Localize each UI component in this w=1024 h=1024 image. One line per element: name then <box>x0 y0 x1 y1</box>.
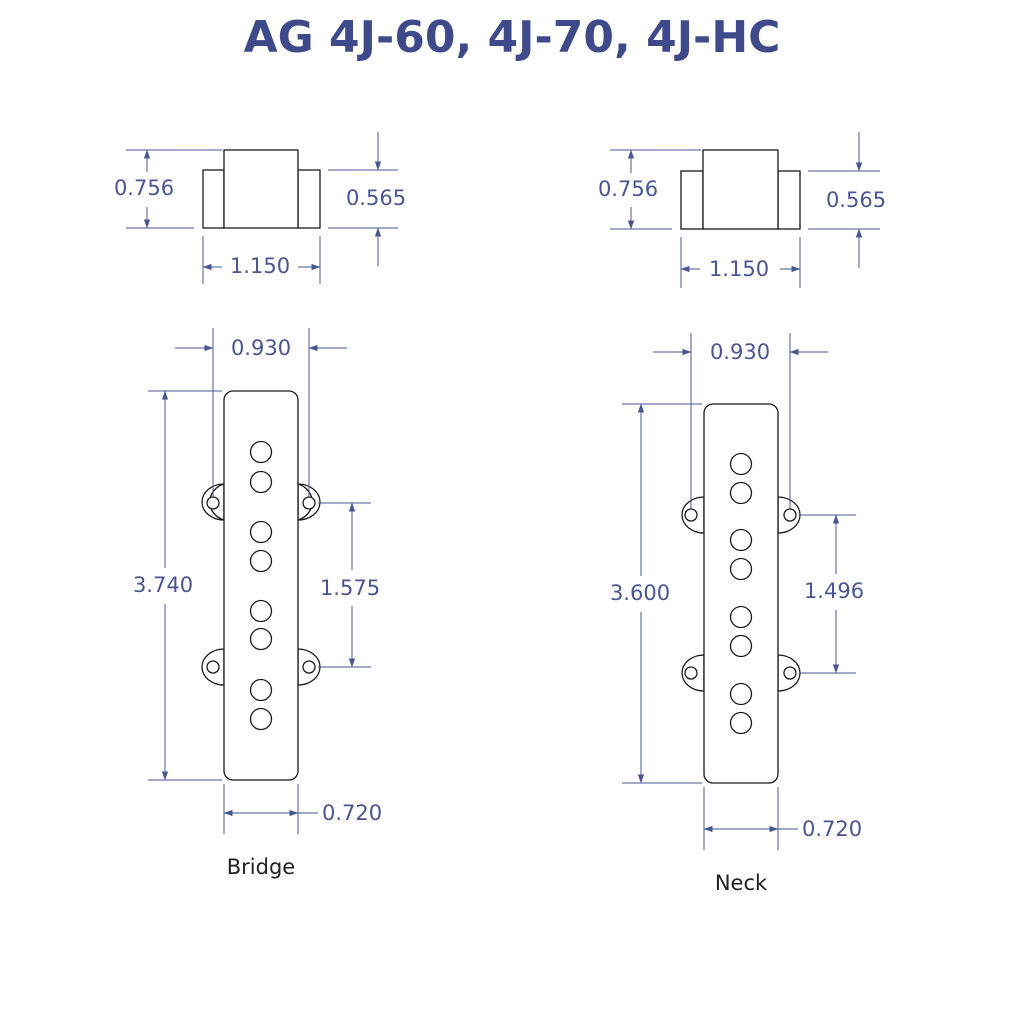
neck-top-height-total: 0.756 <box>598 177 658 201</box>
pole-piece <box>729 452 753 476</box>
neck-mount-ear-lower <box>681 654 801 692</box>
bridge-top-right-flange <box>297 169 321 229</box>
neck-mount-hole <box>684 666 698 680</box>
neck-length: 3.600 <box>610 581 670 605</box>
bridge-top-height-body: 0.565 <box>346 186 406 210</box>
pole-piece <box>249 599 273 623</box>
neck-top-height-body: 0.565 <box>826 188 886 212</box>
bridge-ear-spacing: 1.575 <box>320 576 380 600</box>
neck-mount-hole <box>684 508 698 522</box>
pole-piece <box>249 549 273 573</box>
bridge-pickup-body <box>223 390 299 781</box>
bridge-pickup: 0.756 0.565 1.150 <box>114 132 406 879</box>
pole-piece <box>249 520 273 544</box>
pole-piece <box>729 528 753 552</box>
pole-piece <box>729 605 753 629</box>
neck-top-width: 1.150 <box>709 257 769 281</box>
neck-top-right-flange <box>777 170 801 230</box>
page-title: AG 4J-60, 4J-70, 4J-HC <box>243 12 781 63</box>
neck-plan-view: 0.930 3.600 1.496 0.720 Neck <box>610 333 864 895</box>
bridge-width: 0.720 <box>322 801 382 825</box>
neck-ear-spacing: 1.496 <box>804 579 864 603</box>
neck-width: 0.720 <box>802 817 862 841</box>
neck-pickup-body <box>703 403 779 784</box>
bridge-length: 3.740 <box>133 573 193 597</box>
bridge-mount-hole <box>302 496 316 510</box>
bridge-top-left-flange <box>202 169 225 229</box>
neck-top-body <box>702 149 779 230</box>
pole-piece <box>249 678 273 702</box>
bridge-mount-ear-lower <box>201 648 321 686</box>
neck-pickup: 0.756 0.565 1.150 <box>598 132 886 895</box>
neck-top-left-flange <box>680 170 704 230</box>
pole-piece <box>729 682 753 706</box>
bridge-top-body <box>223 149 299 229</box>
neck-pole-pieces <box>729 452 753 735</box>
bridge-mount-hole <box>302 660 316 674</box>
pole-piece <box>729 634 753 658</box>
neck-mount-spacing: 0.930 <box>710 340 770 364</box>
pole-piece <box>249 470 273 494</box>
neck-caption: Neck <box>715 871 768 895</box>
bridge-plan-view: 0.930 3.740 1.575 0.720 Bridge <box>133 328 382 879</box>
neck-mount-hole <box>783 666 797 680</box>
bridge-pole-pieces <box>249 440 273 731</box>
neck-top-view: 0.756 0.565 1.150 <box>598 132 886 288</box>
bridge-mount-spacing: 0.930 <box>231 336 291 360</box>
bridge-top-view: 0.756 0.565 1.150 <box>114 132 406 284</box>
bridge-mount-hole <box>206 496 220 510</box>
pole-piece <box>729 557 753 581</box>
pole-piece <box>249 627 273 651</box>
bridge-mount-hole <box>206 660 220 674</box>
pole-piece <box>729 711 753 735</box>
neck-mount-ear-upper <box>681 496 801 534</box>
pole-piece <box>249 440 273 464</box>
neck-mount-hole <box>783 508 797 522</box>
bridge-caption: Bridge <box>227 855 295 879</box>
bridge-top-height-total: 0.756 <box>114 176 174 200</box>
pole-piece <box>249 707 273 731</box>
pole-piece <box>729 481 753 505</box>
bridge-top-width: 1.150 <box>230 254 290 278</box>
